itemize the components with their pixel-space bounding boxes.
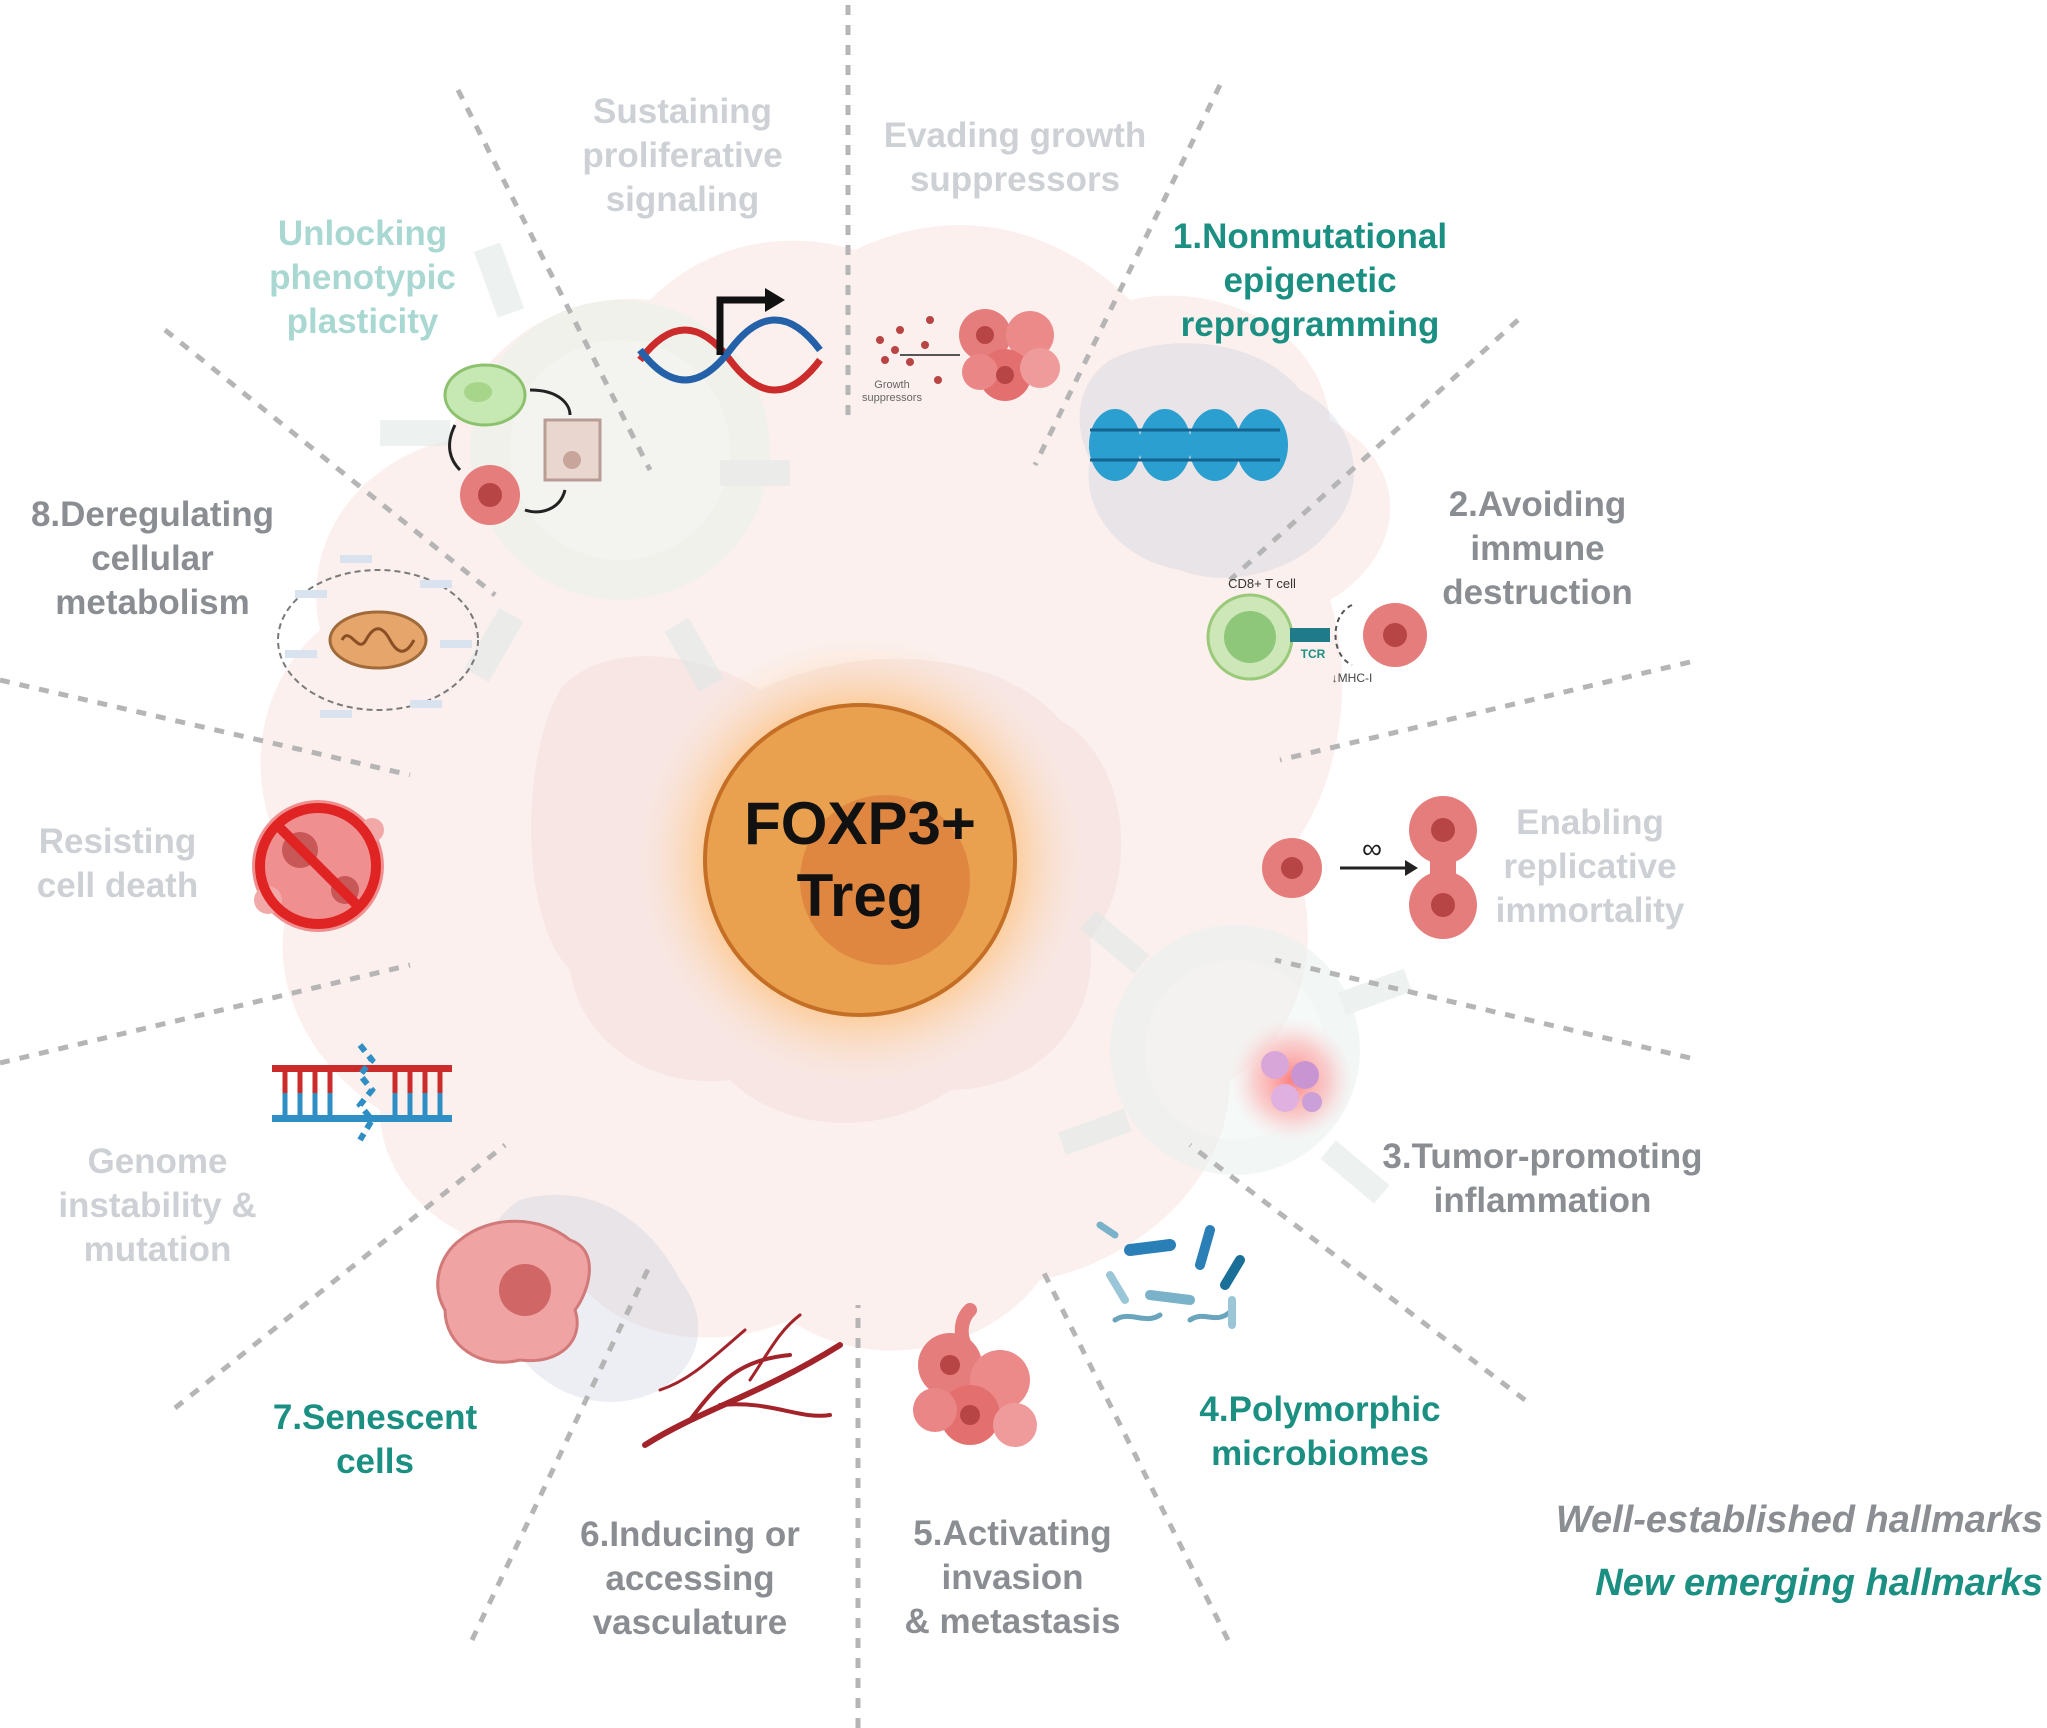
label-senescent-cells: 7.Senescent cells — [272, 1398, 478, 1481]
label-resisting-cell-death: Resisting cell death — [36, 822, 199, 905]
label-inducing-accessing-vasculature: 6.Inducing or accessing vasculature — [580, 1515, 800, 1642]
cell-death-blocked-icon — [252, 800, 384, 932]
label-deregulating-cellular-metabolism: 8.Deregulating cellular metabolism — [30, 495, 275, 622]
dividing-cell-icon — [1262, 796, 1477, 939]
bacteria-icon — [1096, 1221, 1245, 1329]
center-label: FOXP3+ Treg — [705, 705, 1015, 1015]
label-enabling-replicative-immortality: Enabling replicative immortality — [1495, 803, 1685, 930]
sector-dividers — [0, 5, 1691, 1728]
label-tumor-promoting-inflammation: 3.Tumor-promoting inflammation — [1382, 1137, 1703, 1220]
growth-label-1: Growth — [874, 379, 909, 391]
dna-signal-icon — [637, 288, 823, 394]
foxp3-treg-cell — [635, 635, 1085, 1085]
cd8-label: CD8+ T cell — [1228, 576, 1296, 591]
center-line-1: FOXP3+ — [744, 790, 976, 857]
mitochondria-icon — [277, 555, 479, 718]
legend-new-emerging: New emerging hallmarks — [1595, 1562, 2043, 1604]
infinity-symbol: ∞ — [1362, 833, 1382, 864]
label-evading-growth-suppressors: Evading growth suppressors — [883, 116, 1147, 199]
growth-suppressor-dots — [876, 316, 960, 384]
tumor-cluster-icon — [959, 309, 1060, 401]
metastasis-cluster-icon — [913, 1303, 1037, 1447]
label-sustaining-proliferative-signaling: Sustaining proliferative signaling — [582, 92, 783, 219]
center-line-2: Treg — [796, 862, 924, 929]
tcr-label: TCR — [1301, 647, 1326, 661]
label-activating-invasion-metastasis: 5.Activating invasion & metastasis — [904, 1514, 1121, 1641]
broken-dna-icon — [272, 1043, 452, 1142]
inflammation-icon — [1230, 1018, 1354, 1142]
label-polymorphic-microbiomes: 4.Polymorphic microbiomes — [1199, 1390, 1441, 1473]
legend-well-established: Well-established hallmarks — [1555, 1499, 2043, 1541]
plasticity-icon — [443, 363, 602, 525]
label-genome-instability-mutation: Genome instability & mutation — [58, 1142, 257, 1269]
mhc-label: ↓MHC-I — [1332, 671, 1373, 685]
growth-label-2: suppressors — [862, 392, 922, 404]
senescent-cell-icon — [436, 1219, 591, 1364]
label-nonmutational-epigenetic-reprogramming: 1.Nonmutational epigenetic reprogramming — [1172, 217, 1448, 344]
label-avoiding-immune-destruction: 2.Avoiding immune destruction — [1442, 485, 1633, 612]
nucleosome-icon — [1088, 409, 1288, 481]
blood-vessel-icon — [642, 1313, 843, 1448]
label-unlocking-phenotypic-plasticity: Unlocking phenotypic plasticity — [269, 214, 456, 341]
t-cell-recognition-icon — [1206, 593, 1427, 681]
